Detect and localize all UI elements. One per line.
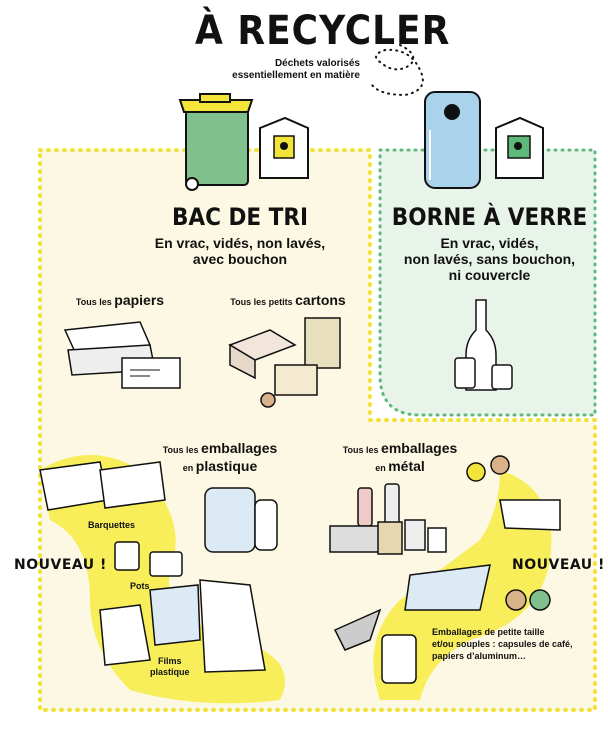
papiers-prefix: Tous les — [75, 297, 112, 307]
borne-a-verre-icon — [424, 91, 481, 189]
metal-prefix-2: en — [375, 463, 386, 473]
films-plastique-icon — [99, 579, 266, 673]
subtitle-line-2: essentiellement en matière — [232, 70, 360, 81]
cartons-word: cartons — [295, 292, 346, 308]
metal-prefix: Tous les — [342, 445, 379, 455]
verre-desc-line-3: ni couvercle — [448, 267, 531, 283]
verre-desc-line-2: non lavés, sans bouchon, — [403, 251, 576, 267]
barquettes-icon — [39, 461, 166, 511]
metal-label: Tous les emballages en métal — [330, 440, 470, 476]
borne-verre-title: BORNE À VERRE — [391, 203, 588, 231]
cartons-icon — [228, 317, 341, 408]
papiers-label: Tous les papiers — [60, 292, 180, 308]
bac-desc-line-2: avec bouchon — [192, 251, 288, 267]
emballages-metal-icon — [329, 483, 447, 555]
petite-line-3: papiers d’aluminum… — [432, 651, 527, 661]
page-subtitle: Déchets valorisés essentiellement en mat… — [190, 58, 360, 82]
subtitle-line-1: Déchets valorisés — [274, 58, 360, 69]
pots-label: Pots — [130, 581, 150, 591]
bouteilles-plastique-icon — [204, 487, 278, 553]
borne-verre-description: En vrac, vidés, non lavés, sans bouchon,… — [382, 235, 597, 283]
papiers-word: papiers — [114, 292, 165, 308]
barquettes-label: Barquettes — [88, 520, 136, 530]
petite-line-2: et/ou souples : capsules de café, — [432, 639, 573, 649]
nouveau-badge-left: NOUVEAU ! — [14, 557, 107, 573]
cartons-prefix: Tous les petits — [230, 297, 293, 307]
petite-taille-label: Emballages de petite taille et/ou souple… — [432, 626, 592, 662]
aluminium-icon — [333, 499, 561, 684]
capsules-cafe-icon — [466, 455, 551, 611]
plastique-label: Tous les emballages en plastique — [150, 440, 290, 476]
verre-icon — [454, 299, 513, 391]
pots-icon — [114, 541, 183, 577]
bac-desc-line-1: En vrac, vidés, non lavés, — [154, 235, 326, 251]
plastique-word-2: plastique — [195, 458, 258, 474]
title-swirl — [371, 44, 424, 97]
films-line-1: Films — [158, 656, 182, 666]
bac-de-tri-bin-icon — [178, 93, 254, 191]
films-line-2: plastique — [150, 667, 190, 677]
cartons-label: Tous les petits cartons — [218, 292, 358, 308]
plastique-prefix: Tous les — [162, 445, 199, 455]
colonne-verte-icon — [495, 116, 544, 179]
bac-de-tri-description: En vrac, vidés, non lavés, avec bouchon — [120, 235, 360, 267]
films-label: Films plastique — [150, 656, 190, 678]
metal-word-2: métal — [388, 458, 425, 474]
verre-desc-line-1: En vrac, vidés, — [440, 235, 539, 251]
borne-verre-zone — [378, 148, 597, 417]
plastique-prefix-2: en — [182, 463, 194, 473]
bac-de-tri-title: BAC DE TRI — [171, 203, 309, 231]
page-title: À RECYCLER — [195, 8, 451, 54]
petite-line-1: Emballages de petite taille — [432, 627, 545, 637]
colonne-jaune-icon — [259, 116, 309, 179]
plastique-word-1: emballages — [201, 440, 278, 456]
nouveau-badge-right: NOUVEAU ! — [512, 557, 605, 573]
metal-word-1: emballages — [381, 440, 458, 456]
papiers-icon — [63, 321, 181, 389]
